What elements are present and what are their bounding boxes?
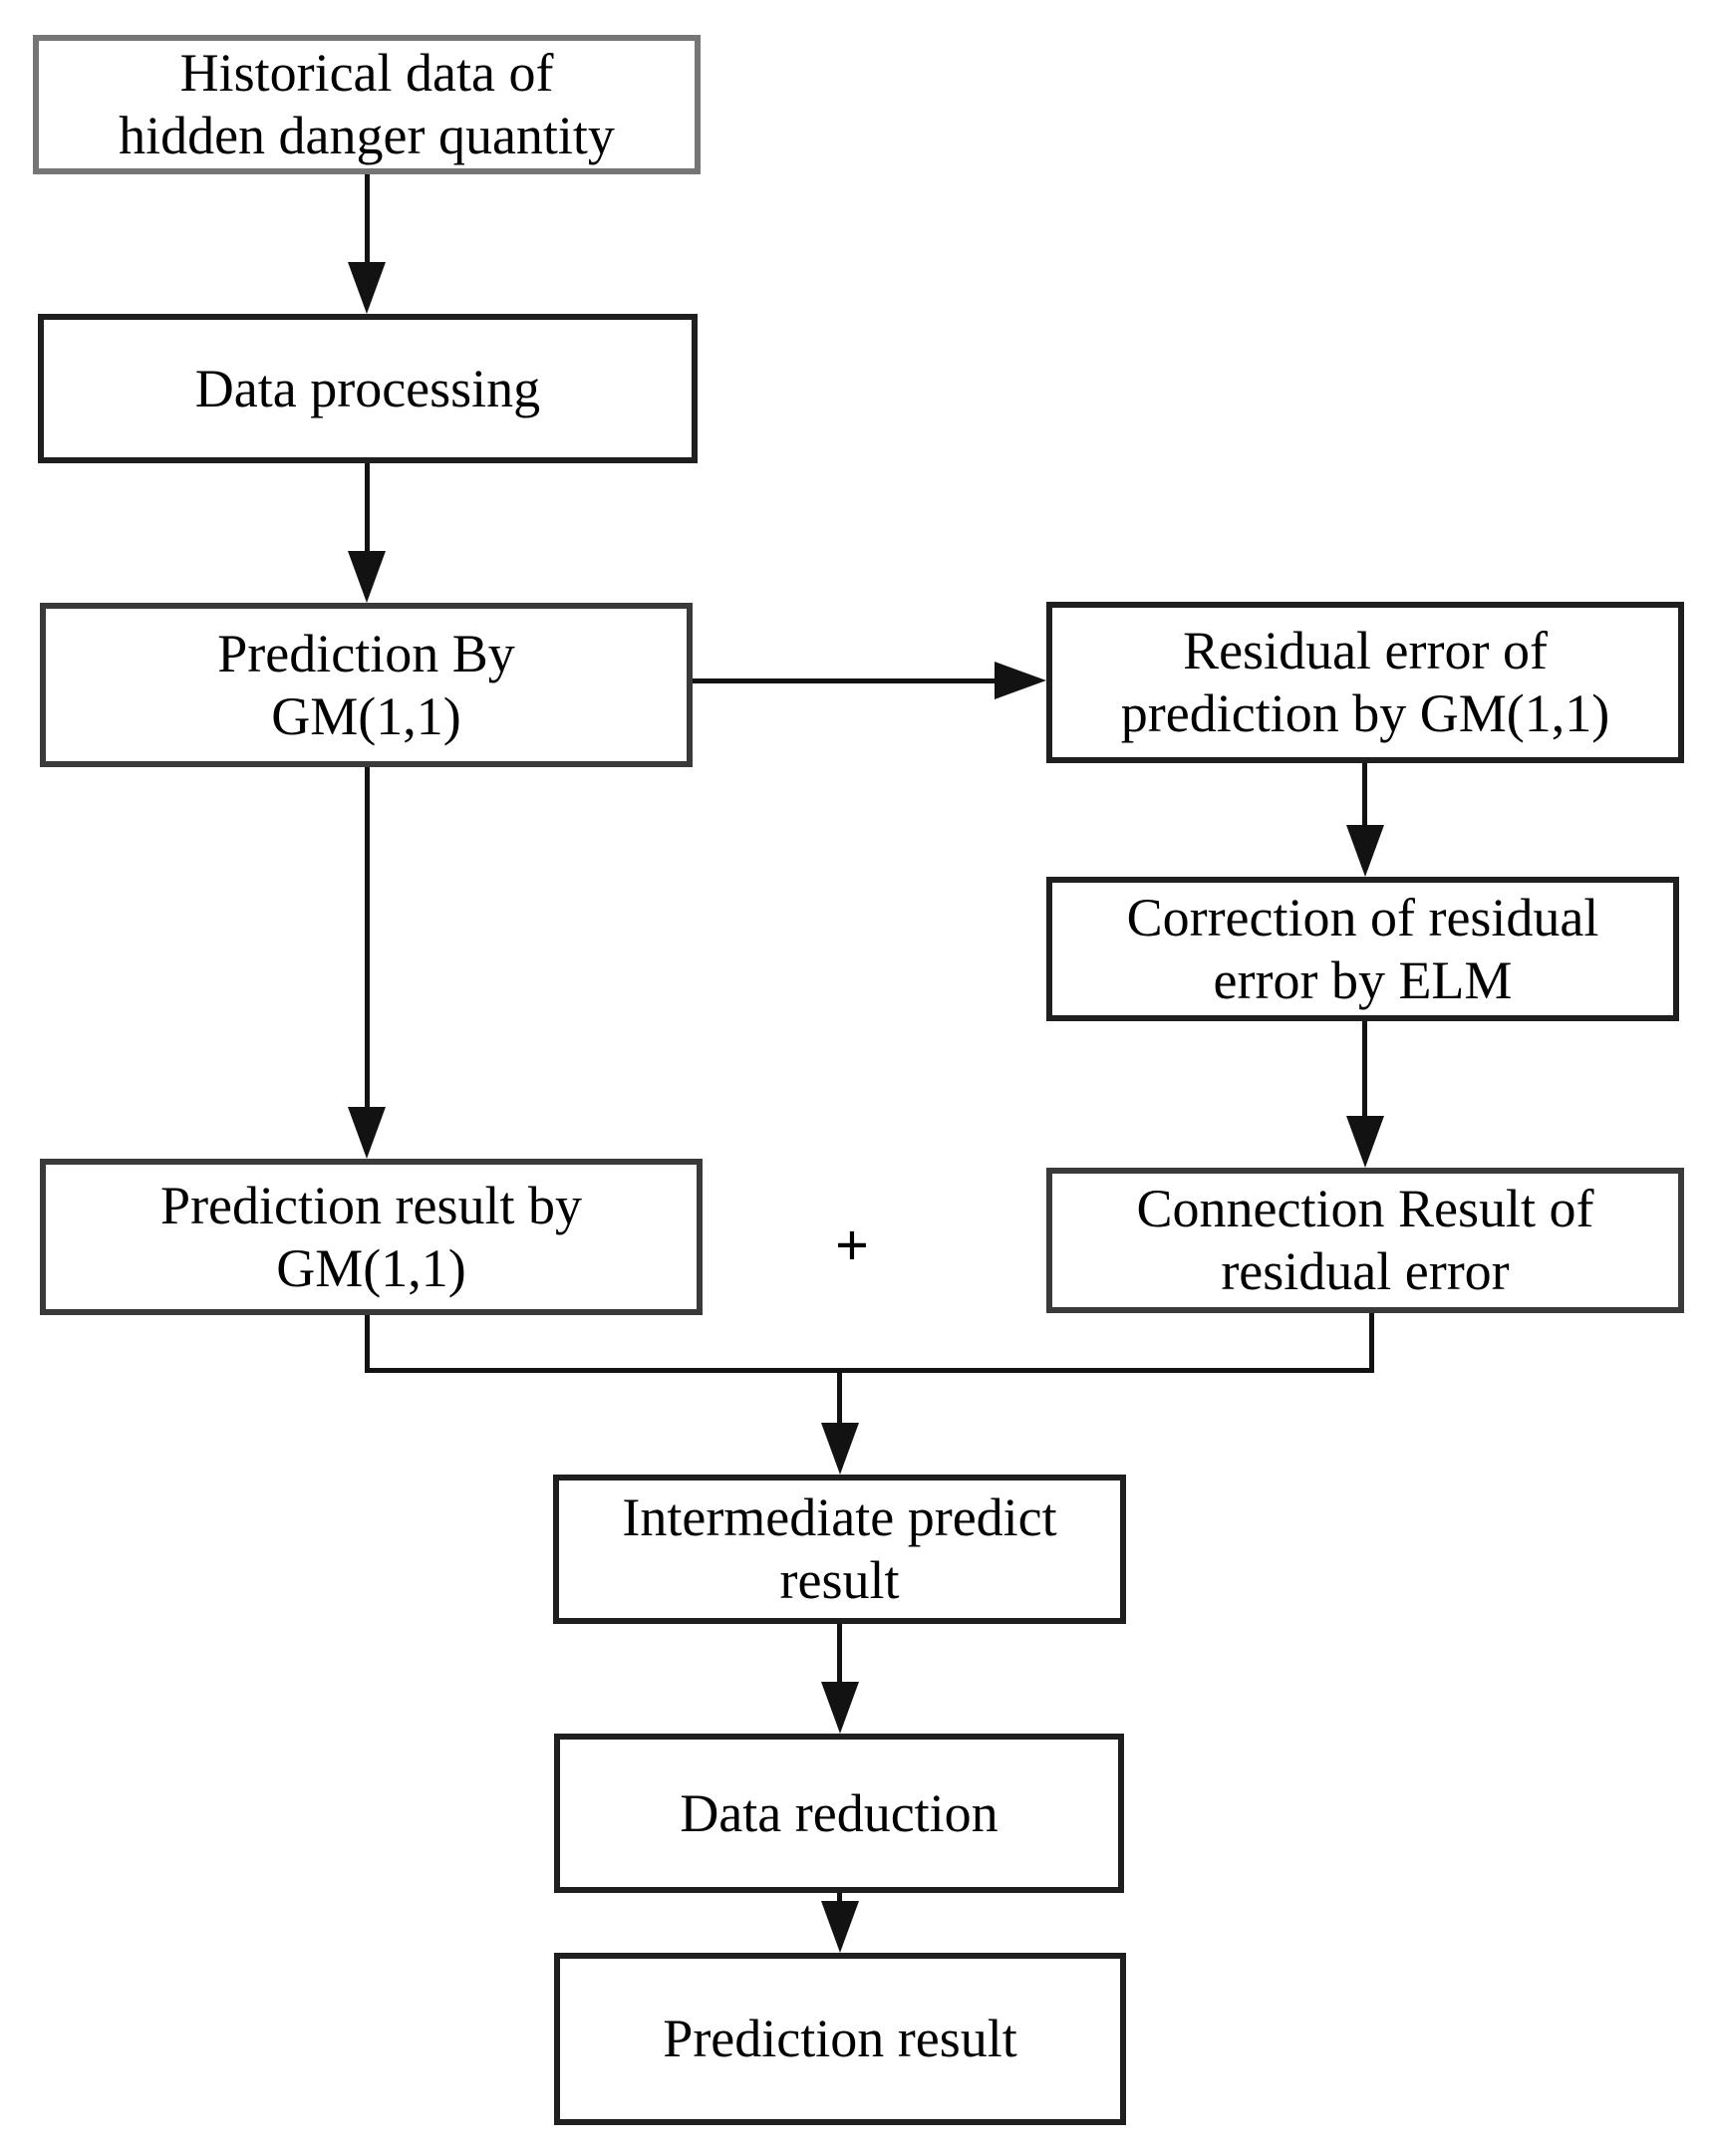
arrowhead-down-icon <box>821 1423 859 1475</box>
node-historical-data: Historical data of hidden danger quantit… <box>33 35 701 174</box>
arrow-line <box>837 1624 842 1682</box>
arrow-line <box>365 463 370 551</box>
arrow-line <box>1362 1021 1367 1116</box>
arrowhead-down-icon <box>1346 1116 1384 1168</box>
merge-left-stub <box>365 1315 370 1373</box>
node-intermediate-result: Intermediate predict result <box>553 1475 1126 1624</box>
arrowhead-right-icon <box>995 662 1046 699</box>
plus-operator: + <box>812 1208 892 1283</box>
node-label: Intermediate predict result <box>622 1487 1057 1610</box>
node-label: Connection Result of residual error <box>1136 1179 1594 1301</box>
arrow-line <box>1362 763 1367 825</box>
arrowhead-down-icon <box>348 1107 386 1159</box>
node-correction-by-elm: Correction of residual error by ELM <box>1046 877 1679 1021</box>
node-residual-error: Residual error of prediction by GM(1,1) <box>1046 602 1684 763</box>
node-label: Data reduction <box>680 1782 999 1843</box>
node-prediction-result-gm11: Prediction result by GM(1,1) <box>40 1159 703 1315</box>
arrowhead-down-icon <box>348 551 386 603</box>
node-label: Residual error of prediction by GM(1,1) <box>1120 621 1610 743</box>
node-label: Prediction result by GM(1,1) <box>160 1175 582 1298</box>
node-data-processing: Data processing <box>38 314 698 463</box>
node-label: Prediction result <box>663 2009 1017 2069</box>
node-label: Correction of residual error by ELM <box>1126 887 1599 1010</box>
node-data-reduction: Data reduction <box>554 1734 1124 1893</box>
merge-horizontal-line <box>365 1368 1374 1373</box>
arrowhead-down-icon <box>1346 825 1384 877</box>
node-label: Historical data of hidden danger quantit… <box>119 43 615 165</box>
node-label: Data processing <box>194 358 541 418</box>
node-prediction-by-gm11: Prediction By GM(1,1) <box>40 603 693 767</box>
node-label: Prediction By GM(1,1) <box>217 623 515 746</box>
node-connection-result: Connection Result of residual error <box>1046 1168 1684 1313</box>
arrow-line <box>365 767 370 1107</box>
arrowhead-down-icon <box>348 262 386 314</box>
arrow-line <box>365 174 370 262</box>
arrowhead-down-icon <box>821 1682 859 1734</box>
arrow-line <box>693 678 995 683</box>
merge-right-stub <box>1369 1313 1374 1373</box>
node-prediction-result-final: Prediction result <box>554 1953 1126 2125</box>
merge-drop-line <box>837 1373 842 1423</box>
arrowhead-down-icon <box>821 1901 859 1953</box>
plus-label: + <box>834 1212 870 1278</box>
arrow-line <box>837 1893 842 1905</box>
